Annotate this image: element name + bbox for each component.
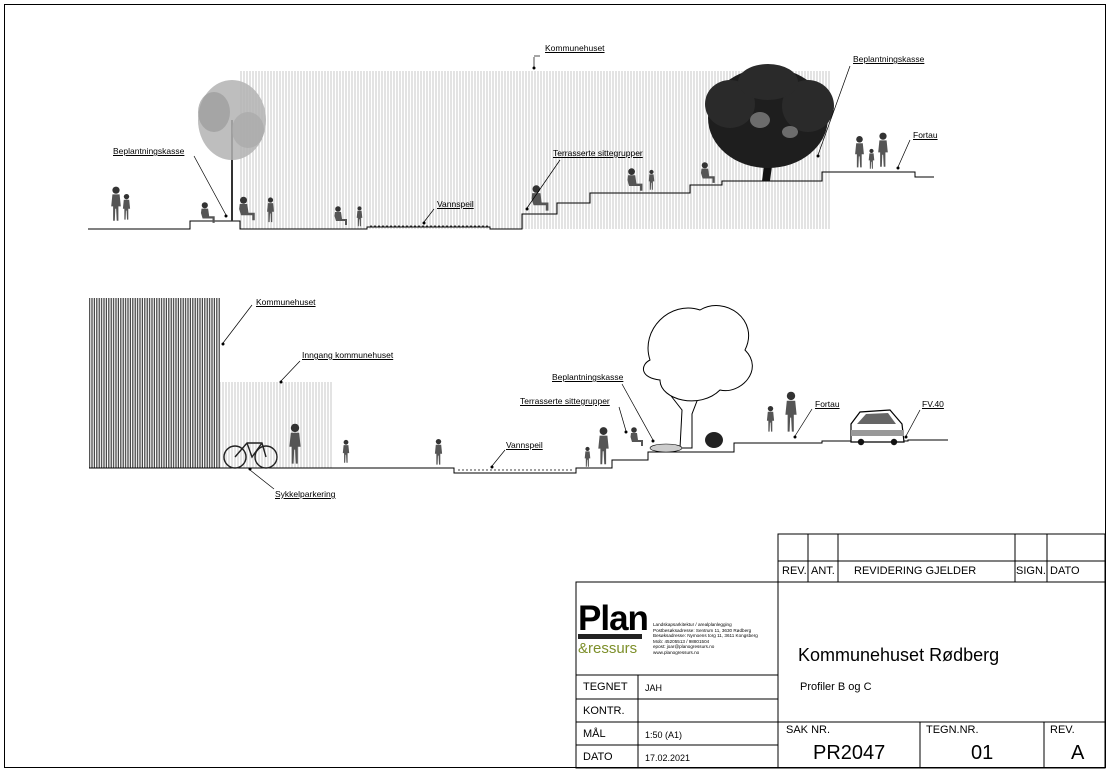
logo-bar bbox=[578, 634, 642, 639]
project-subtitle: Profiler B og C bbox=[800, 681, 872, 693]
tree-right-b bbox=[705, 64, 834, 181]
sheet-border bbox=[4, 4, 1106, 768]
row-key-tegnet: TEGNET bbox=[583, 681, 628, 693]
logo-ressurs: &ressurs bbox=[578, 640, 638, 657]
tree-left-b bbox=[198, 80, 266, 221]
label-fortau-b: Fortau bbox=[913, 130, 938, 140]
tegn-nr-value: 01 bbox=[971, 742, 994, 764]
label-terrasserte-c: Terrasserte sittegrupper bbox=[520, 396, 610, 406]
label-vannspeil-b: Vannspeil bbox=[437, 199, 474, 209]
bicycle-c bbox=[223, 442, 278, 469]
dato-col-header: DATO bbox=[1050, 565, 1080, 577]
ground-line-b bbox=[88, 171, 934, 230]
row-key-mal: MÅL bbox=[583, 728, 606, 740]
rev-value: A bbox=[1071, 742, 1085, 764]
ant-col-header: ANT. bbox=[811, 565, 835, 577]
label-vannspeil-c: Vannspeil bbox=[506, 440, 543, 450]
rev-label: REV. bbox=[1050, 724, 1075, 736]
kommunehuset-dark-c bbox=[89, 298, 220, 468]
label-beplantningskasse-c: Beplantningskasse bbox=[552, 372, 624, 382]
label-beplantningskasse-b-left: Beplantningskasse bbox=[113, 146, 185, 156]
label-beplantningskasse-b-right: Beplantningskasse bbox=[853, 54, 925, 64]
section-c bbox=[89, 298, 948, 490]
row-key-dato: DATO bbox=[583, 751, 613, 763]
row-value-tegnet: JAH bbox=[645, 683, 663, 693]
tree-c bbox=[642, 305, 753, 453]
row-value-dato: 17.02.2021 bbox=[645, 753, 691, 763]
label-terrasserte-b: Terrasserte sittegrupper bbox=[553, 148, 643, 158]
project-title: Kommunehuset Rødberg bbox=[798, 645, 1000, 665]
revidering-col-header: REVIDERING GJELDER bbox=[854, 565, 977, 577]
logo-info: Landskapsarkitektur / arealplanlegging P… bbox=[653, 622, 758, 655]
label-fv40-c: FV.40 bbox=[922, 399, 944, 409]
label-kommunehuset-c: Kommunehuset bbox=[256, 297, 316, 307]
label-kommunehuset-b: Kommunehuset bbox=[545, 43, 605, 53]
title-block-grid bbox=[575, 533, 1106, 769]
sign-col-header: SIGN. bbox=[1016, 565, 1046, 577]
sak-nr-label: SAK NR. bbox=[786, 724, 831, 736]
rev-col-header: REV. bbox=[782, 565, 807, 577]
logo-plan: Plan bbox=[578, 599, 649, 638]
label-fortau-c: Fortau bbox=[815, 399, 840, 409]
section-b bbox=[88, 55, 934, 230]
label-inngang-c: Inngang kommunehuset bbox=[302, 350, 394, 360]
label-sykkelparkering-c: Sykkelparkering bbox=[275, 489, 336, 499]
tegn-nr-label: TEGN.NR. bbox=[926, 724, 979, 736]
sak-nr-value: PR2047 bbox=[813, 742, 886, 764]
row-value-mal: 1:50 (A1) bbox=[645, 730, 683, 740]
row-key-kontr: KONTR. bbox=[583, 705, 625, 717]
car-c bbox=[850, 409, 905, 446]
